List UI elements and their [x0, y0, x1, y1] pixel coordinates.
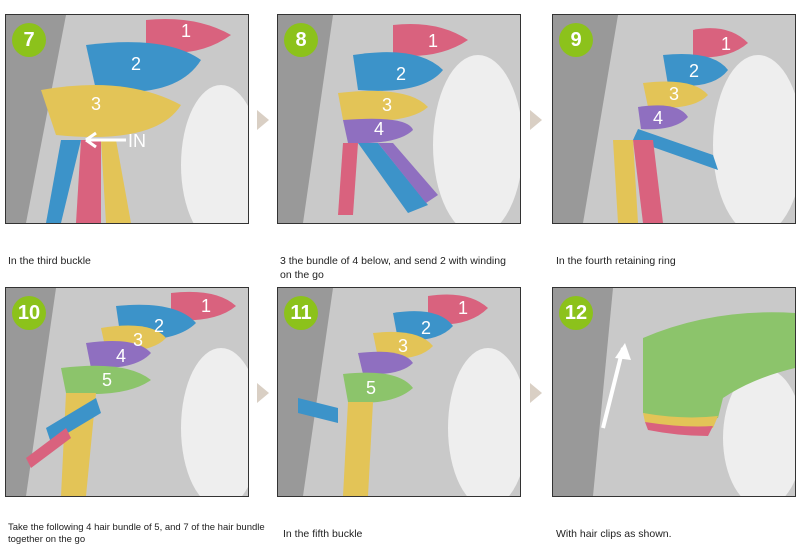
step-8-caption: 3 the bundle of 4 below, and send 2 with…	[280, 255, 506, 281]
step-11-illustration: 1 2 3 5	[278, 288, 520, 496]
step-11-badge: 11	[284, 296, 318, 330]
next-arrow-2	[530, 110, 542, 130]
step-10-caption: Take the following 4 hair bundle of 5, a…	[8, 522, 265, 545]
step-8-badge: 8	[284, 23, 318, 57]
step-12-caption: With hair clips as shown.	[556, 528, 672, 540]
step-7-label-3: 3	[91, 94, 101, 114]
step-10-illustration: 1 2 3 4 5	[6, 288, 248, 496]
step-12-badge: 12	[559, 296, 593, 330]
step-12-panel: 12	[552, 287, 796, 497]
step-11-panel: 1 2 3 5 11	[277, 287, 521, 497]
step-11-caption: In the fifth buckle	[283, 528, 363, 540]
step-9-label-2: 2	[689, 61, 699, 81]
step-10-label-1: 1	[201, 296, 211, 316]
next-arrow-3	[257, 383, 269, 403]
step-8-illustration: 1 2 3 4	[278, 15, 520, 223]
next-arrow-4	[530, 383, 542, 403]
step-7-label-1: 1	[181, 21, 191, 41]
step-9-label-1: 1	[721, 34, 731, 54]
step-8-label-1: 1	[428, 31, 438, 51]
step-10-panel: 1 2 3 4 5 10	[5, 287, 249, 497]
step-7-illustration: 1 2 3 IN	[6, 15, 248, 223]
step-10-label-4: 4	[116, 346, 126, 366]
step-10-label-2: 2	[154, 316, 164, 336]
step-10-label-3: 3	[133, 330, 143, 350]
step-11-label-5: 5	[366, 378, 376, 398]
step-8-panel: 1 2 3 4 8	[277, 14, 521, 224]
next-arrow-1	[257, 110, 269, 130]
step-11-label-2: 2	[421, 318, 431, 338]
step-12-illustration	[553, 288, 795, 496]
step-8-label-2: 2	[396, 64, 406, 84]
step-10-label-5: 5	[102, 370, 112, 390]
step-7-label-in: IN	[128, 131, 146, 151]
step-7-badge: 7	[12, 23, 46, 57]
step-9-illustration: 1 2 3 4	[553, 15, 795, 223]
step-10-badge: 10	[12, 296, 46, 330]
step-11-label-1: 1	[458, 298, 468, 318]
step-9-badge: 9	[559, 23, 593, 57]
step-7-label-2: 2	[131, 54, 141, 74]
step-8-label-3: 3	[382, 95, 392, 115]
step-9-panel: 1 2 3 4 9	[552, 14, 796, 224]
step-9-label-4: 4	[653, 108, 663, 128]
step-11-label-3: 3	[398, 336, 408, 356]
step-9-label-3: 3	[669, 84, 679, 104]
step-7-caption: In the third buckle	[8, 255, 91, 267]
step-8-label-4: 4	[374, 119, 384, 139]
step-9-caption: In the fourth retaining ring	[556, 255, 676, 267]
step-7-panel: 1 2 3 IN 7	[5, 14, 249, 224]
